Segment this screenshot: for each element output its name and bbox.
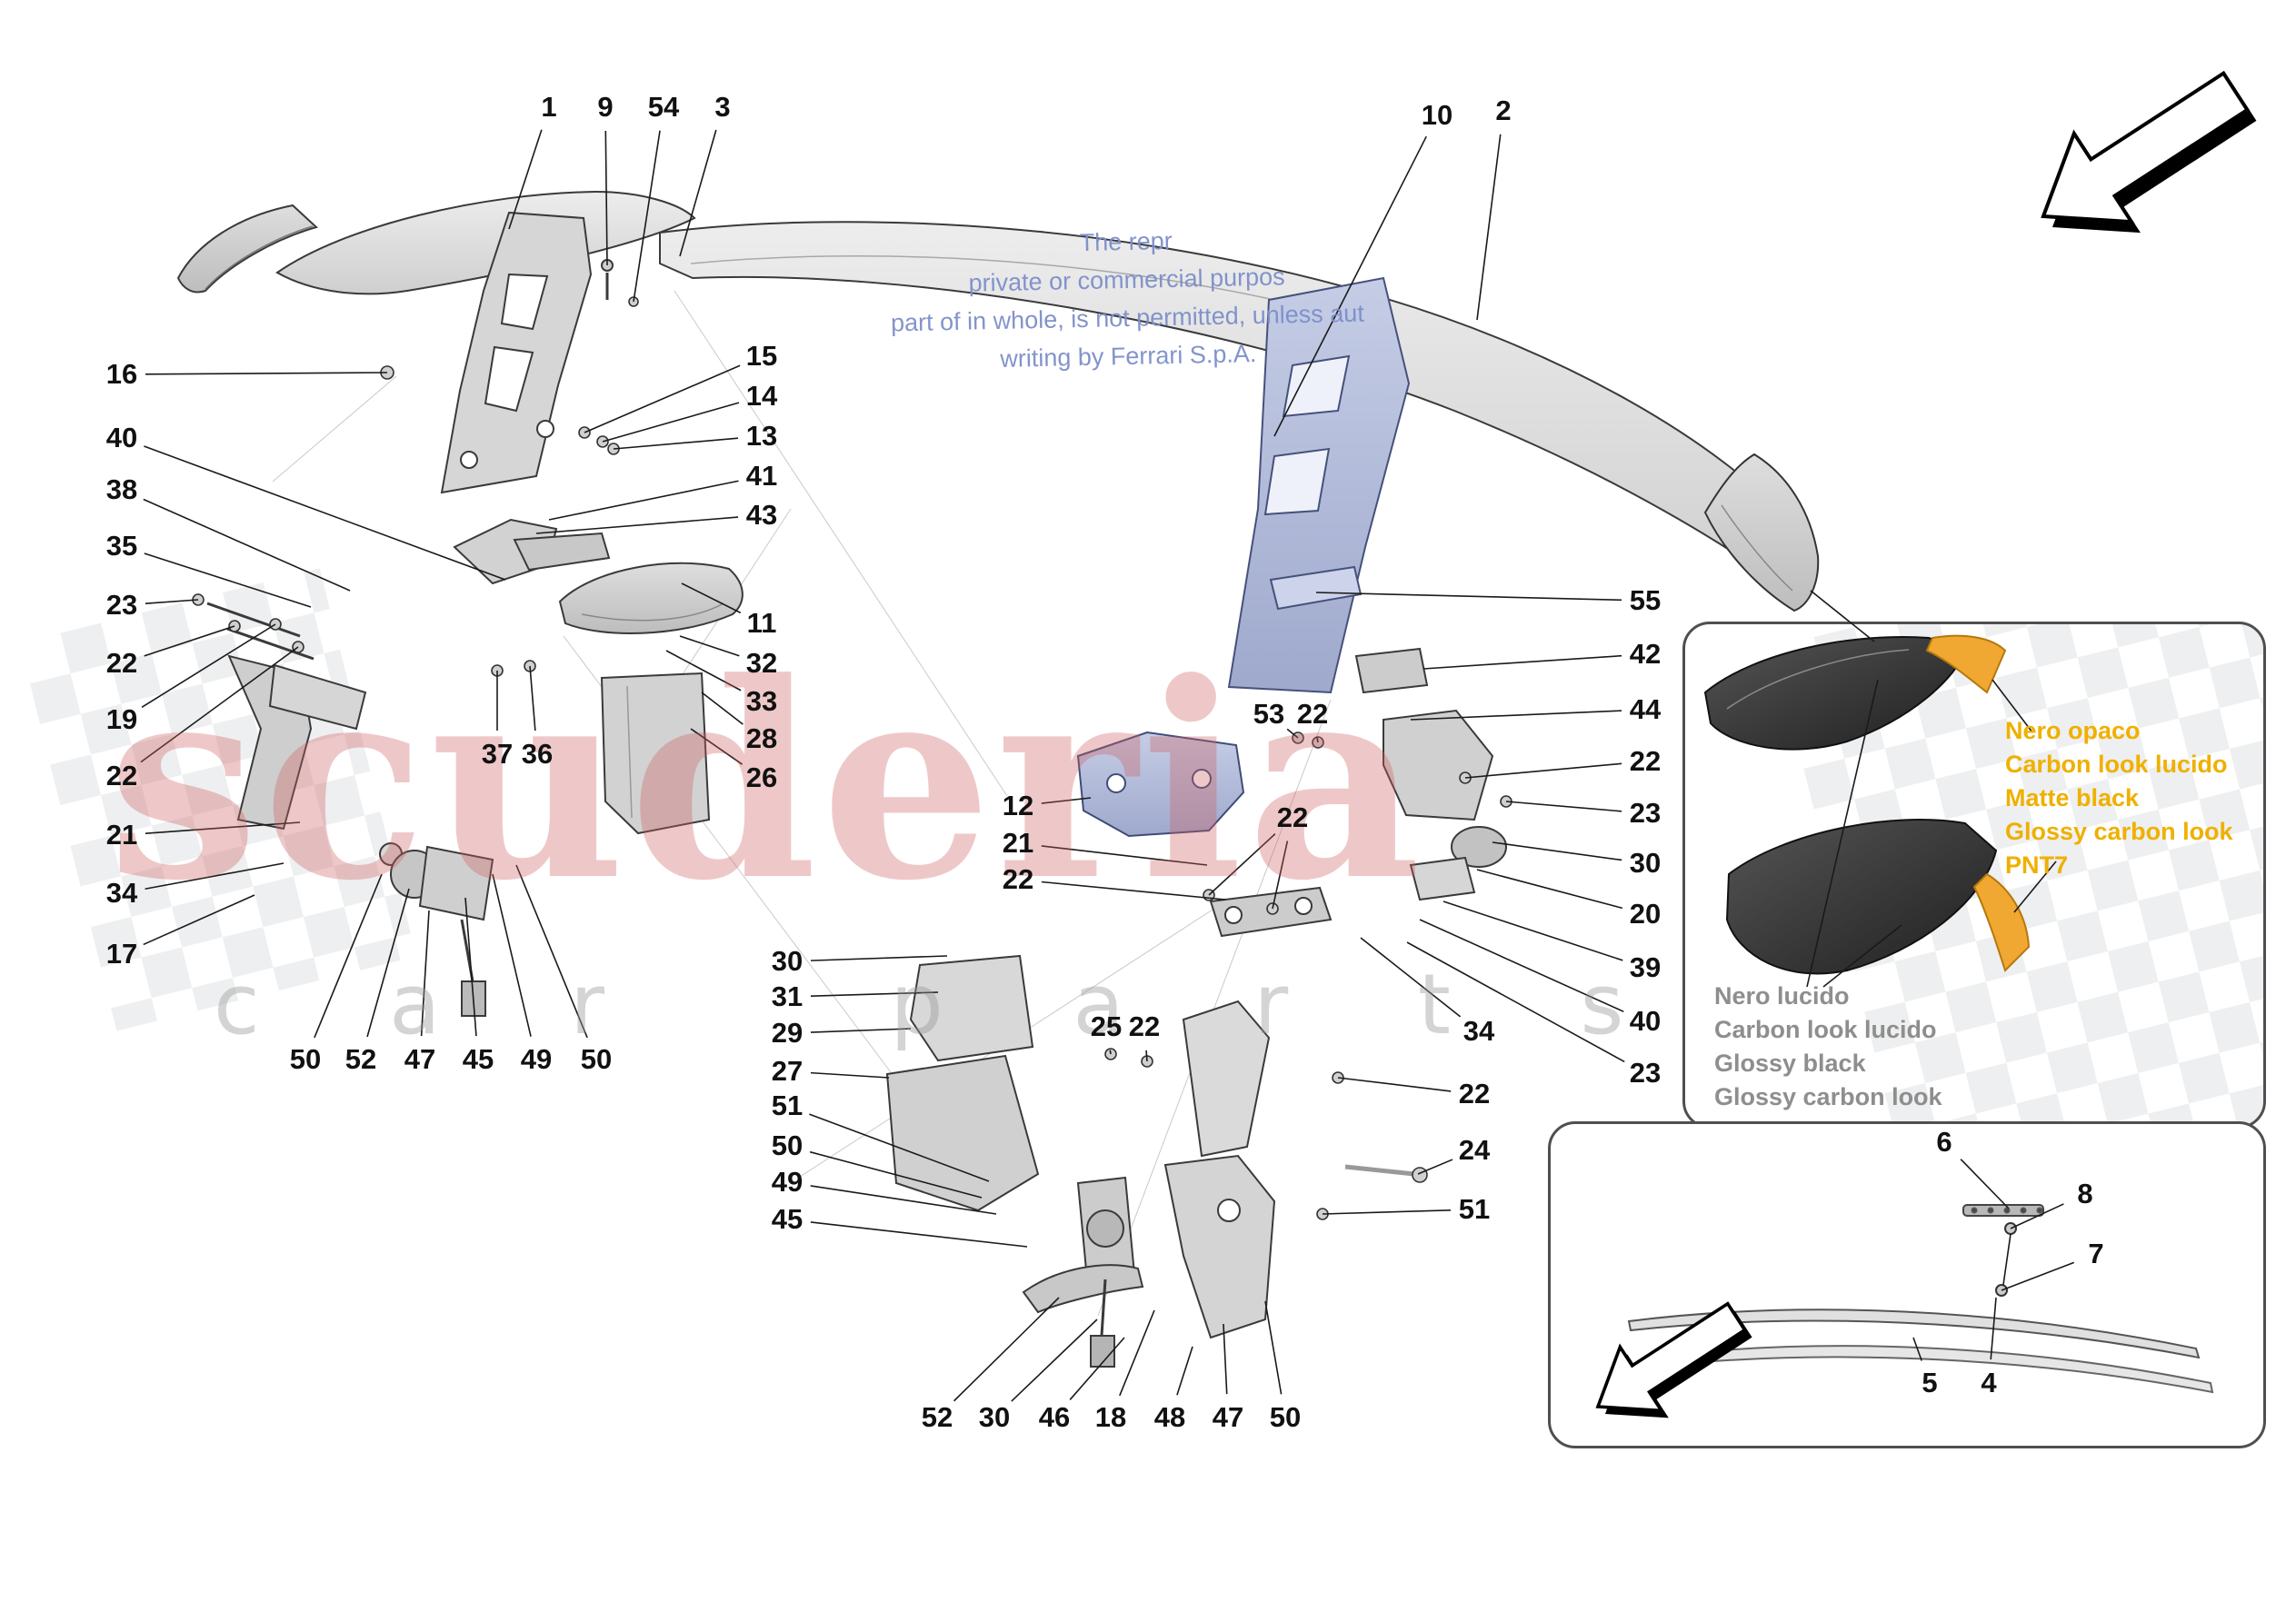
leader-lines [140, 129, 2075, 1402]
right-wing-pylon [1227, 276, 1411, 694]
finish-line: Matte black [2005, 784, 2140, 811]
finish-line: Glossy carbon look [2005, 818, 2233, 845]
finish-line: Carbon look lucido [2005, 751, 2228, 778]
inset-endplate-detail [1703, 590, 2057, 988]
finish-line: Nero lucido [1714, 982, 1850, 1010]
support-brackets [453, 518, 611, 585]
finish-option-b-label: Nero lucido Carbon look lucido Glossy bl… [1714, 980, 1942, 1114]
inset-trim-detail [1627, 1204, 2214, 1394]
heat-shields [885, 954, 1040, 1212]
left-wing-pylon [440, 211, 614, 494]
left-support-brackets [206, 602, 367, 831]
finish-line: Glossy carbon look [1714, 1083, 1942, 1110]
left-wing-blade [176, 190, 696, 295]
lower-actuator-assembly [1022, 886, 1333, 1368]
finish-line: Carbon look lucido [1714, 1016, 1937, 1043]
direction-arrow-top-right [2041, 70, 2257, 234]
finish-line: PNT7 [2005, 851, 2069, 879]
right-wing-endplate [1703, 453, 1820, 612]
finish-line: Nero opaco [2005, 717, 2141, 744]
right-support-brackets [1354, 647, 1507, 901]
trim-strip-inset [1548, 1121, 2266, 1448]
finish-option-a-label: Nero opaco Carbon look lucido Matte blac… [2005, 714, 2233, 882]
air-duct [558, 562, 744, 634]
left-actuator [379, 842, 494, 1017]
finish-line: Glossy black [1714, 1050, 1866, 1077]
direction-arrow-bottom-left [1595, 1301, 1752, 1418]
protection-shield [600, 672, 711, 835]
wing-mount-bracket [1076, 731, 1245, 838]
copyright-notice: The repr private or commercial purpos pa… [798, 216, 1455, 382]
